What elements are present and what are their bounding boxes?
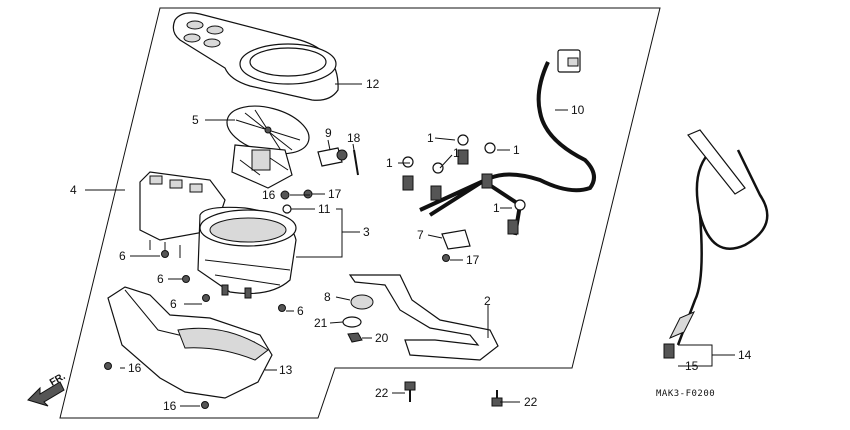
- callout-6b: 6: [157, 272, 164, 286]
- callout-labels: 12 5 9 18 10 1 1 1 1 1 4 16 17 11 3 7 17…: [48, 77, 752, 413]
- part-16-screw-b: [201, 401, 209, 409]
- front-label: FR.: [48, 371, 68, 389]
- callout-6d: 6: [297, 304, 304, 318]
- callout-1e: 1: [493, 201, 500, 215]
- part-10-wire-harness: [419, 49, 596, 236]
- part-7-clip: [441, 229, 471, 250]
- callout-17b: 17: [328, 187, 342, 201]
- callout-13: 13: [279, 363, 293, 377]
- callout-6a: 6: [119, 249, 126, 263]
- assembly-outline: [59, 7, 661, 419]
- callout-1b: 1: [513, 143, 520, 157]
- part-5-dial: [226, 105, 310, 155]
- callout-4: 4: [70, 183, 77, 197]
- callout-3: 3: [363, 225, 370, 239]
- front-direction-arrow: [27, 381, 65, 407]
- callout-9: 9: [325, 126, 332, 140]
- callout-16a: 16: [128, 361, 142, 375]
- callout-18: 17: [466, 253, 480, 267]
- part-12-upper-case: [172, 12, 339, 101]
- callout-14: 14: [738, 348, 752, 362]
- bulb-sockets: [402, 134, 526, 235]
- callout-7: 7: [417, 228, 424, 242]
- part-11-grommet: [282, 204, 292, 214]
- speedometer-mechanism: [231, 144, 293, 189]
- callout-8: 8: [324, 290, 331, 304]
- callout-20: 20: [375, 331, 389, 345]
- part-19-screw: [353, 149, 359, 176]
- callout-2: 2: [484, 294, 491, 308]
- part-13-lower-cover: [107, 286, 273, 399]
- part-18-screw: [442, 254, 450, 262]
- callout-19: 18: [347, 131, 361, 145]
- part-6-screw-b: [182, 275, 190, 283]
- part-6-screw-a: [161, 250, 169, 258]
- callout-1c: 1: [386, 156, 393, 170]
- callout-15: 15: [685, 359, 699, 373]
- part-17-screw-a: [280, 190, 290, 200]
- part-8-nut: [350, 294, 374, 310]
- part-6-screw-c: [202, 294, 210, 302]
- callout-6c: 6: [170, 297, 177, 311]
- part-6-screw-d: [278, 304, 286, 312]
- callout-22a: 22: [375, 386, 389, 400]
- diagram-code: MAK3-F0200: [656, 389, 715, 399]
- callout-21: 21: [314, 316, 328, 330]
- part-20-nut: [347, 332, 363, 343]
- part-3-meter-case: [197, 206, 297, 299]
- callout-16b: 16: [163, 399, 177, 413]
- part-2-bracket: [348, 274, 499, 361]
- part-22-bolt-b: [491, 390, 503, 407]
- part-9-trip-knob: [317, 147, 348, 167]
- callout-10: 10: [571, 103, 585, 117]
- callout-17a: 16: [262, 188, 276, 202]
- part-17-screw-b: [303, 189, 313, 199]
- callout-11: 11: [318, 202, 331, 216]
- leader-lines: [85, 83, 735, 407]
- part-22-bolt-a: [404, 381, 416, 402]
- part-14-speedometer-cable: [663, 129, 769, 359]
- callout-12: 12: [366, 77, 380, 91]
- callout-1d: 1: [453, 146, 460, 160]
- callout-1a: 1: [427, 131, 434, 145]
- part-21-washer: [342, 316, 362, 328]
- callout-22b: 22: [524, 395, 538, 409]
- part-16-screw-a: [104, 362, 112, 370]
- callout-5: 5: [192, 113, 199, 127]
